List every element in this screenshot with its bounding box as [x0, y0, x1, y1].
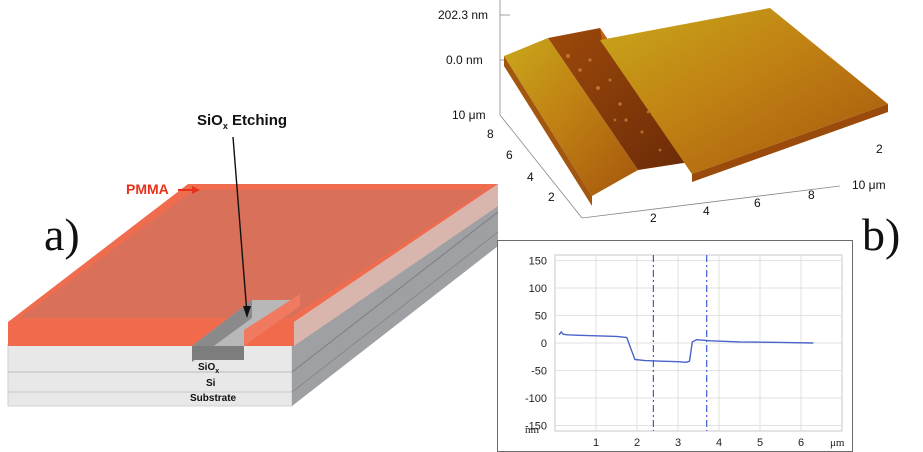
afm-r-tick: 10 μm: [852, 178, 886, 192]
x-tick-label: 4: [716, 437, 722, 449]
afm-right-plateau: [600, 8, 888, 174]
afm-x-tick: 6: [754, 196, 761, 210]
x-tick-label: 3: [675, 437, 681, 449]
afm-y-tick: 4: [527, 170, 534, 184]
si-label: Si: [206, 378, 216, 389]
profile-line: [558, 330, 814, 364]
etching-arrow: [232, 136, 248, 315]
pmma-arrow-head: [192, 186, 200, 194]
pmma-side: [294, 184, 498, 346]
device-schematic: [7, 136, 499, 407]
afm-x-tick: 8: [808, 188, 815, 202]
y-unit-label: nm: [525, 424, 540, 436]
substrate-front: [7, 343, 293, 407]
afm-z-zero: 0.0 nm: [446, 53, 483, 67]
afm-y-tick: 2: [548, 190, 555, 204]
etching-label: SiOx Etching: [197, 112, 288, 131]
afm-y-tick: 8: [487, 127, 494, 141]
panel-b-letter: b): [862, 209, 901, 260]
x-tick-label: 5: [757, 437, 763, 449]
y-tick-label: 50: [535, 311, 547, 323]
profile-frame: 150 100 50 0 -50 -100 -150 1 2 3 4 5 6 nm μm: [497, 240, 853, 452]
y-tick-label: -100: [525, 393, 547, 405]
sio-label: SiOx: [198, 362, 220, 375]
afm-y-tick: 6: [506, 148, 513, 162]
y-tick-label: 150: [529, 256, 547, 268]
afm-y-tick: 10 μm: [452, 108, 486, 122]
profile-chart: 150 100 50 0 -50 -100 -150 1 2 3 4 5 6 nm μm: [525, 254, 845, 449]
pmma-top-shade: [20, 190, 486, 318]
y-tick-label: 100: [529, 283, 547, 295]
afm-r-tick: 2: [876, 142, 883, 156]
trench-wall-right: [244, 294, 300, 346]
y-tick-label: -50: [531, 366, 547, 378]
etching-arrow-head: [243, 306, 251, 318]
pmma-label: PMMA: [126, 181, 169, 197]
trench-front-cut: [192, 346, 244, 360]
afm-left-plateau: [504, 38, 638, 196]
afm-3d-surface: [499, 0, 888, 219]
panel-a-letter: a): [44, 209, 80, 260]
afm-trench: [548, 28, 690, 170]
x-unit-label: μm: [830, 437, 845, 449]
x-tick-label: 2: [634, 437, 640, 449]
y-tick-label: 0: [541, 338, 547, 350]
afm-x-tick: 4: [703, 204, 710, 218]
afm-z-top: 202.3 nm: [438, 8, 489, 22]
afm-x-tick: 2: [650, 211, 657, 225]
substrate-label: Substrate: [190, 393, 237, 404]
x-tick-label: 6: [798, 437, 804, 449]
x-tick-label: 1: [593, 437, 599, 449]
y-tick-label: -150: [525, 421, 547, 433]
